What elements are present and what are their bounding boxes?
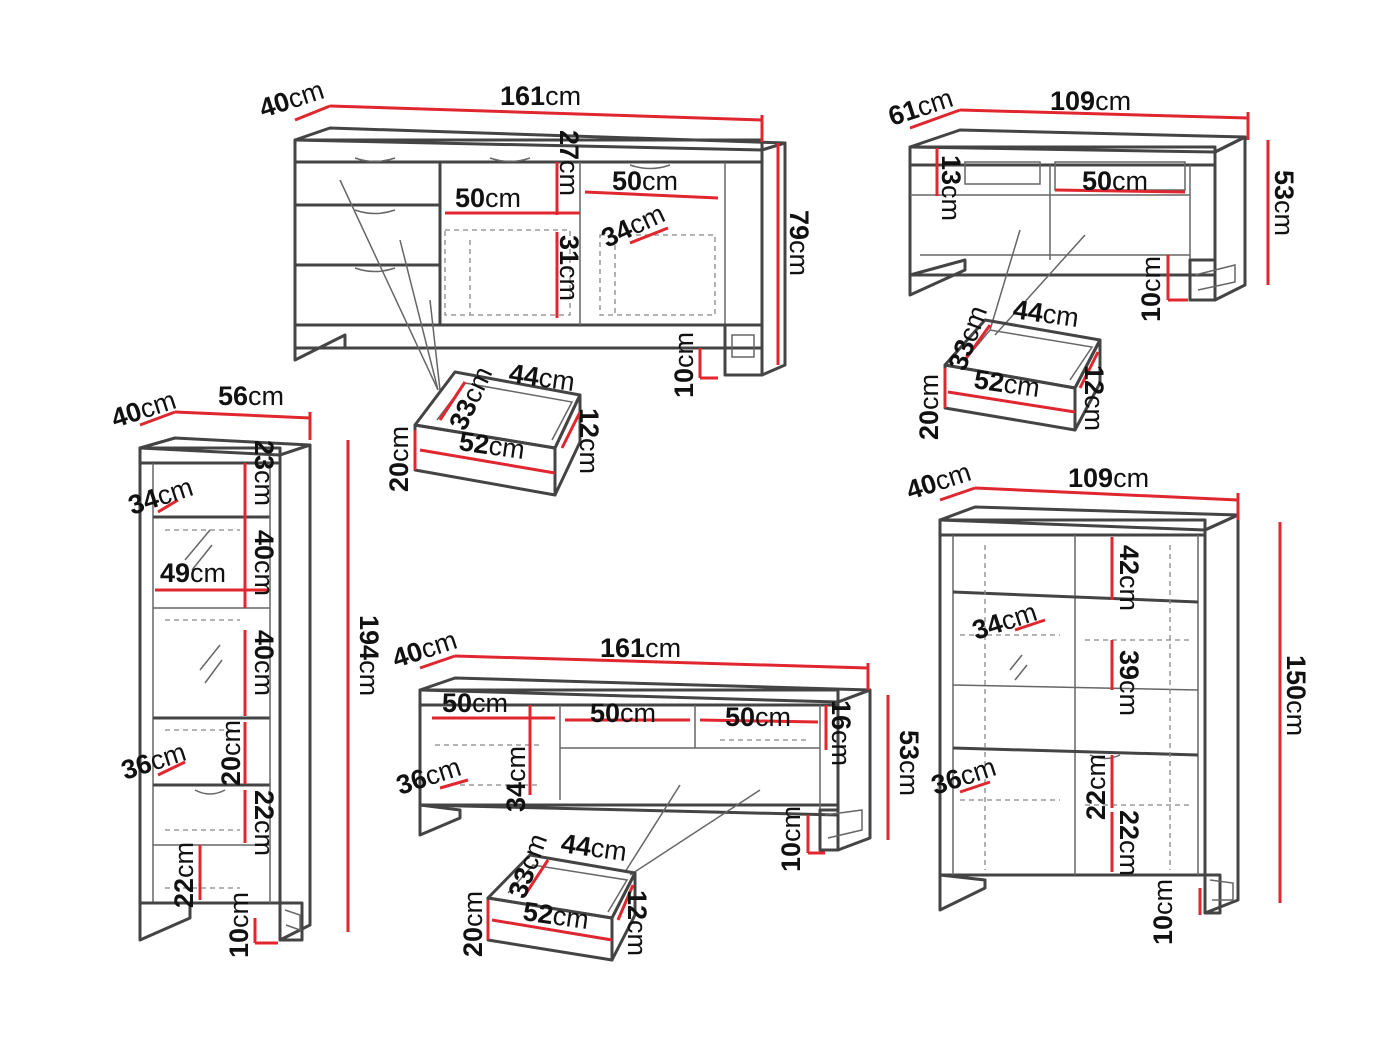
tv-large-height-label: 53cm: [894, 730, 924, 796]
tv-unit-large: [418, 654, 890, 876]
vitrine-shelf-3-label: 22cm: [1081, 754, 1111, 820]
vitrine: [938, 486, 1282, 915]
sideboard-drawer-inner-label: 52cm: [457, 426, 527, 465]
tv-small-shelf-label: 13cm: [936, 155, 966, 221]
tall-cabinet-height-label: 194cm: [354, 615, 384, 696]
tall-cabinet-shelf-1-label: 23cm: [249, 440, 279, 506]
tall-cabinet-shelf-4-label: 20cm: [216, 720, 246, 786]
sideboard-width-label: 161cm: [500, 81, 581, 111]
vitrine-width-label: 109cm: [1068, 463, 1149, 493]
tv-small-drawer-depth-label: 33cm: [942, 302, 993, 374]
sideboard-top-shelf-label: 27cm: [554, 130, 584, 196]
tv-unit-small: [908, 108, 1270, 336]
tall-cabinet-inner-width-label: 49cm: [160, 558, 226, 588]
vitrine-depth-label: 40cm: [903, 457, 975, 506]
tv-small-width-label: 109cm: [1050, 86, 1131, 116]
tall-cabinet-depth-inner-label: 34cm: [125, 472, 197, 521]
tv-large-drawer-height-label: 20cm: [458, 891, 488, 957]
sideboard-height-label: 79cm: [784, 210, 814, 276]
tv-small-drawer-inner-label: 52cm: [972, 364, 1042, 403]
tall-cabinet-shelf-3-label: 40cm: [249, 630, 279, 696]
tv-large-inner-width-label-2: 50cm: [590, 698, 656, 728]
sideboard-leg-label: 10cm: [669, 332, 699, 398]
tv-small-inner-width-label: 50cm: [1082, 166, 1148, 196]
sideboard-inner-width-label-2: 50cm: [612, 166, 678, 196]
tv-small-drawer-side-label: 12cm: [1079, 365, 1109, 431]
sideboard-inner-depth-label: 34cm: [597, 198, 670, 253]
vitrine-inner-depth-label-2: 36cm: [928, 752, 1000, 801]
sideboard-depth-label: 40cm: [256, 75, 328, 124]
vitrine-shelf-1-label: 42cm: [1114, 545, 1144, 611]
tv-large-drawer-inner-label: 52cm: [521, 896, 591, 935]
tv-small-drawer-height-label: 20cm: [914, 374, 944, 440]
tv-large-inner-width-label-1: 50cm: [442, 688, 508, 718]
tall-cabinet-shelf-2-label: 40cm: [249, 530, 279, 596]
dimension-labels: 40cm 161cm 27cm 50cm 50cm 34cm 31cm 79cm…: [108, 75, 1311, 958]
tall-cabinet-depth-label: 40cm: [108, 385, 180, 434]
vitrine-height-label: 150cm: [1281, 655, 1311, 736]
tall-cabinet-leg-label: 10cm: [224, 892, 254, 958]
sideboard-drawer-side-label: 12cm: [574, 408, 604, 474]
tv-large-leg-label: 10cm: [776, 806, 806, 872]
tall-cabinet-width-label: 56cm: [218, 381, 284, 411]
vitrine-shelf-4-label: 22cm: [1114, 810, 1144, 876]
sideboard: [293, 104, 787, 391]
tv-small-height-label: 53cm: [1269, 170, 1299, 236]
sideboard-drawer-depth-label: 33cm: [443, 362, 498, 435]
vitrine-leg-label: 10cm: [1148, 879, 1178, 945]
vitrine-shelf-2-label: 39cm: [1114, 650, 1144, 716]
tv-large-drawer-side-label: 12cm: [622, 890, 652, 956]
tv-unit-large-drawer: [486, 853, 637, 962]
tall-cabinet: [138, 410, 350, 945]
tv-unit-small-drawer: [943, 318, 1102, 432]
tv-small-drawer-width-label: 44cm: [1011, 294, 1081, 333]
sideboard-drawer-height-label: 20cm: [384, 426, 414, 492]
sideboard-drawer: [413, 370, 582, 497]
sideboard-drawer-width-label: 44cm: [507, 358, 577, 397]
sideboard-lower-shelf-label: 31cm: [554, 235, 584, 301]
tall-cabinet-shelf-6-label: 22cm: [169, 842, 199, 908]
sideboard-inner-width-label-1: 50cm: [455, 183, 521, 213]
tall-cabinet-shelf-5-label: 22cm: [249, 790, 279, 856]
tv-large-compartment-label: 34cm: [501, 746, 531, 812]
vitrine-inner-depth-label-1: 34cm: [969, 597, 1041, 646]
tv-large-inner-width-label-3: 50cm: [725, 702, 791, 732]
tv-large-drawer-width-label: 44cm: [559, 828, 629, 867]
tv-large-width-label: 161cm: [600, 633, 681, 663]
tv-large-inner-depth-label: 36cm: [393, 752, 465, 801]
tv-large-shelf-label: 16cm: [826, 700, 856, 766]
tv-small-leg-label: 10cm: [1136, 256, 1166, 322]
